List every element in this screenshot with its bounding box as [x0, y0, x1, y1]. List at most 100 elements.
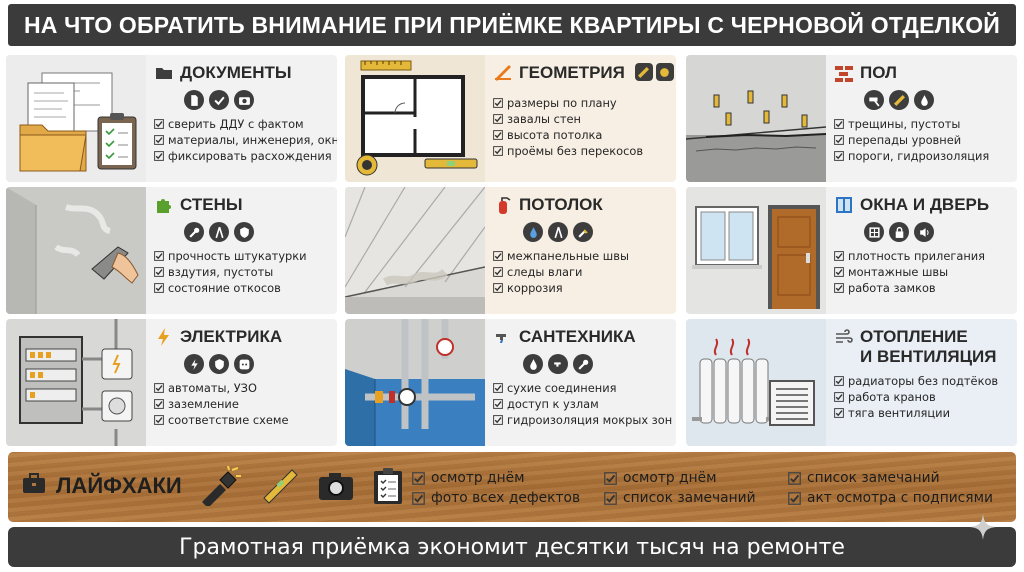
drop-icon	[523, 354, 543, 374]
list-item: работа кранов	[834, 389, 1013, 405]
lightning-icon	[184, 354, 204, 374]
checkbox-icon	[604, 492, 617, 505]
plumbing-illustration	[345, 319, 485, 446]
checkbox-icon	[493, 267, 503, 277]
wrench-icon	[573, 354, 593, 374]
floorplan-illustration	[345, 55, 485, 182]
puzzle-icon	[154, 195, 174, 215]
shield-icon	[209, 354, 229, 374]
briefcase-icon	[22, 472, 46, 500]
list-item: коррозия	[493, 280, 672, 296]
lifehack-item: список замечаний	[788, 468, 993, 488]
checkbox-icon	[154, 267, 164, 277]
card-geometry: ГЕОМЕТРИЯ размеры по плану завалы стен в…	[345, 55, 676, 182]
lifehacks-panel: ЛАЙФХАКИ осмотр днём фото всех дефектов …	[8, 452, 1016, 522]
list-item: монтажные швы	[834, 264, 1013, 280]
card-title: ПОЛ	[860, 63, 897, 82]
list-item: следы влаги	[493, 264, 672, 280]
list-item: перепады уровней	[834, 132, 1013, 148]
radiator-illustration	[686, 319, 826, 446]
level-icon	[634, 63, 653, 81]
checkbox-icon	[154, 151, 164, 161]
checkbox-icon	[493, 383, 503, 393]
card-walls: СТЕНЫ прочность штукатурки вздутия, пуст…	[6, 187, 337, 314]
camera-icon	[234, 90, 254, 110]
checkbox-icon	[788, 472, 801, 485]
list-item: вздутия, пустоты	[154, 264, 333, 280]
bricks-icon	[834, 63, 854, 83]
wrench-icon	[184, 222, 204, 242]
hammer-icon	[864, 90, 884, 110]
lightning-icon	[154, 327, 174, 347]
card-heating-ventilation: ОТОПЛЕНИЕ И ВЕНТИЛЯЦИЯ радиаторы без под…	[686, 319, 1017, 446]
page-title: НА ЧТО ОБРАТИТЬ ВНИМАНИЕ ПРИ ПРИЁМКЕ КВА…	[23, 11, 1001, 38]
list-item: радиаторы без подтёков	[834, 373, 1013, 389]
card-windows-door: ОКНА И ДВЕРЬ плотность прилегания монтаж…	[686, 187, 1017, 314]
compass-icon	[209, 222, 229, 242]
list-item: материалы, инженерия, окна	[154, 132, 337, 148]
card-title-line1: ОТОПЛЕНИЕ	[860, 327, 968, 346]
drop-icon	[914, 90, 934, 110]
checkbox-icon	[604, 472, 617, 485]
electrical-illustration	[6, 319, 146, 446]
tape-measure-icon	[655, 63, 674, 81]
level-icon	[260, 466, 300, 506]
ceiling-illustration	[345, 187, 485, 314]
checkbox-icon	[834, 392, 844, 402]
list-item: работа замков	[834, 280, 1013, 296]
ruler-icon	[493, 63, 513, 83]
list-item: сверить ДДУ с фактом	[154, 116, 333, 132]
lock-icon	[889, 222, 909, 242]
window-icon	[834, 195, 854, 215]
header-bar: НА ЧТО ОБРАТИТЬ ВНИМАНИЕ ПРИ ПРИЁМКЕ КВА…	[8, 4, 1016, 46]
checkbox-icon	[834, 283, 844, 293]
lifehacks-title: ЛАЙФХАКИ	[56, 473, 182, 498]
checkbox-icon	[154, 415, 164, 425]
checkbox-icon	[493, 251, 503, 261]
checkbox-icon	[493, 146, 503, 156]
list-item: гидроизоляция мокрых зон	[493, 412, 672, 428]
card-ceiling: ПОТОЛОК межпанельные швы следы влаги кор…	[345, 187, 676, 314]
drop-icon	[523, 222, 543, 242]
checkbox-icon	[154, 383, 164, 393]
card-title-line2: И ВЕНТИЛЯЦИЯ	[860, 347, 997, 366]
lifehacks-column-3: список замечаний акт осмотра с подписями	[788, 468, 993, 508]
list-item: тяга вентиляции	[834, 405, 1013, 421]
lifehack-item: акт осмотра с подписями	[788, 488, 993, 508]
faucet-icon	[493, 327, 513, 347]
folder-icon	[154, 63, 174, 83]
checkbox-icon	[834, 267, 844, 277]
list-item: межпанельные швы	[493, 248, 672, 264]
sparkle-icon	[970, 514, 996, 540]
list-item: прочность штукатурки	[154, 248, 333, 264]
card-documents: ДОКУМЕНТЫ сверить ДДУ с фактом материалы…	[6, 55, 337, 182]
list-item: соответствие схеме	[154, 412, 333, 428]
wind-icon	[834, 327, 854, 347]
lifehack-item: фото всех дефектов	[412, 488, 580, 508]
checkbox-icon	[834, 135, 844, 145]
footer-text: Грамотная приёмка экономит десятки тысяч…	[179, 534, 845, 560]
socket-icon	[234, 354, 254, 374]
list-item: состояние откосов	[154, 280, 333, 296]
checkbox-icon	[834, 151, 844, 161]
checkbox-icon	[788, 492, 801, 505]
list-item: пороги, гидроизоляция	[834, 148, 1013, 164]
list-item: плотность прилегания	[834, 248, 1013, 264]
checkbox-icon	[154, 399, 164, 409]
checkbox-icon	[493, 283, 503, 293]
shield-icon	[234, 222, 254, 242]
list-item: заземление	[154, 396, 333, 412]
card-title: САНТЕХНИКА	[519, 327, 636, 346]
checkbox-icon	[834, 376, 844, 386]
checkbox-icon	[493, 130, 503, 140]
list-item: высота потолка	[493, 127, 672, 143]
card-title: ОКНА И ДВЕРЬ	[860, 195, 990, 214]
checkbox-icon	[834, 408, 844, 418]
footer-bar: Грамотная приёмка экономит десятки тысяч…	[8, 527, 1016, 567]
list-item: сухие соединения	[493, 380, 672, 396]
list-item: доступ к узлам	[493, 396, 672, 412]
card-title: ДОКУМЕНТЫ	[180, 63, 292, 82]
list-item: автоматы, УЗО	[154, 380, 333, 396]
documents-illustration	[6, 55, 146, 182]
list-item: завалы стен	[493, 111, 672, 127]
